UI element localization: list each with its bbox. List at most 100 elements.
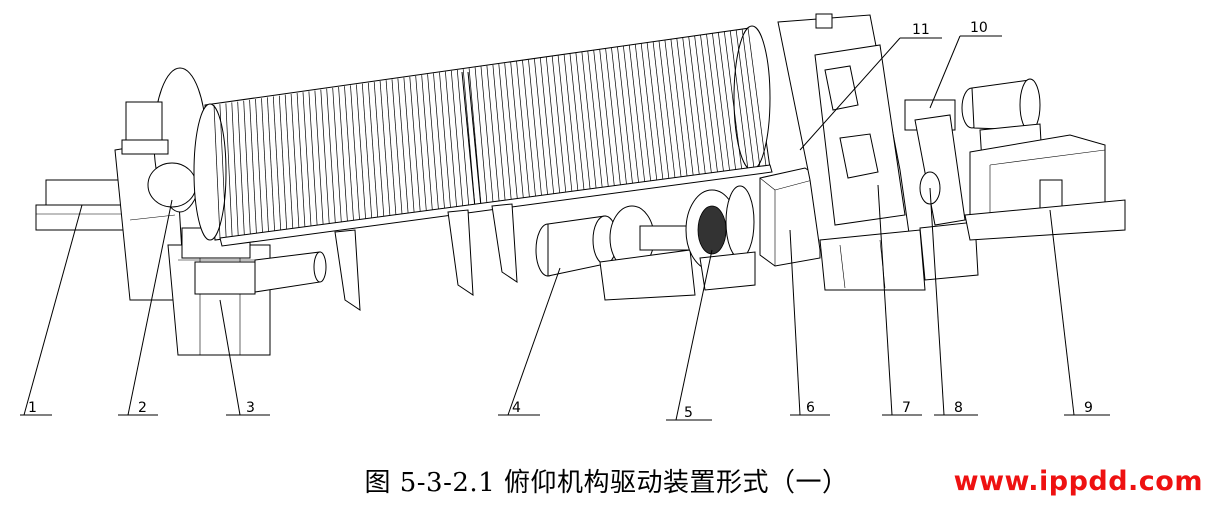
drum-groove [712, 33, 730, 171]
drum-groove [421, 75, 433, 211]
left-brake-block [167, 227, 327, 356]
drum-groove [445, 71, 457, 207]
drum-groove [498, 63, 512, 200]
disc-brake-5 [685, 185, 756, 291]
left-drum-flange [121, 67, 207, 213]
drum-groove [729, 30, 749, 169]
drum-groove [528, 59, 542, 196]
drum-groove [225, 103, 233, 237]
drum-groove [356, 84, 366, 219]
callout-1: 1 [28, 400, 37, 416]
drum-groove [249, 99, 257, 234]
drum-groove [332, 87, 342, 223]
drum-groove [534, 58, 548, 195]
drum-groove [640, 43, 658, 181]
drum-groove [344, 86, 354, 221]
drum-groove [379, 80, 391, 216]
drum-groove [308, 91, 318, 226]
drum-groove [688, 36, 706, 175]
drum-groove [593, 50, 609, 187]
drum-groove [706, 33, 724, 172]
drum-groove [213, 104, 221, 239]
drum-groove [516, 61, 530, 198]
drum-groove [557, 55, 573, 192]
callout-11: 11 [912, 22, 930, 38]
drum-groove [741, 28, 761, 167]
drum-groove [397, 78, 409, 214]
drum-groove [456, 69, 470, 206]
drum-groove [267, 97, 275, 231]
drum-groove [664, 39, 682, 178]
drum-groove [723, 31, 743, 170]
drum-groove [367, 82, 379, 218]
drum-groove [623, 45, 639, 183]
callout-3: 3 [246, 400, 255, 416]
drum-groove [575, 52, 591, 190]
callout-8: 8 [954, 400, 963, 416]
drum-groove [504, 63, 518, 199]
drum-groove [563, 54, 579, 191]
drum-groove [338, 86, 348, 222]
drum-groove [403, 77, 415, 213]
drum-groove [261, 98, 269, 232]
drum-groove [611, 47, 627, 185]
drum-groove [700, 34, 718, 173]
drum-groove [617, 46, 633, 184]
callout-9: 9 [1084, 400, 1093, 416]
drum-groove [569, 53, 585, 191]
drum-groove [237, 101, 245, 235]
drum-groove [373, 81, 385, 217]
drum-groove [391, 79, 403, 215]
drum-groove [694, 35, 712, 174]
callout-labels: 1 2 3 4 5 6 7 8 9 10 11 [28, 20, 1093, 421]
drum-groove [255, 98, 263, 233]
drum-groove [474, 67, 488, 203]
drum-groove [278, 95, 288, 230]
drum-groove [385, 80, 397, 215]
drum-groove [272, 96, 282, 231]
drum-groove [652, 41, 670, 179]
motor-4 [535, 205, 696, 301]
drum-groove [676, 38, 694, 176]
drum-groove [670, 39, 688, 177]
drum-groove [243, 100, 251, 235]
drum-groove [717, 32, 737, 171]
drum-groove [231, 102, 239, 236]
drum-groove [284, 94, 294, 229]
drum-groove [486, 65, 500, 202]
drum-groove [735, 29, 755, 168]
drum-groove [219, 104, 227, 238]
drum-groove [682, 37, 700, 175]
drum-groove [450, 70, 464, 207]
drum-groove [296, 92, 306, 227]
drum-groove [747, 27, 767, 167]
drum-groove [492, 64, 506, 201]
drum-groove [409, 76, 421, 212]
rope-drum [193, 25, 773, 311]
drum-groove [302, 92, 312, 227]
callout-5: 5 [684, 405, 693, 421]
figure-caption: 图 5-3-2.1 俯仰机构驱动装置形式（一） [364, 468, 849, 498]
drum-groove [427, 74, 439, 210]
drum-groove [290, 93, 300, 228]
motor-9 [961, 78, 1126, 241]
drum-groove [658, 40, 676, 179]
drum-groove [646, 42, 664, 180]
callout-10: 10 [970, 20, 988, 36]
drum-groove [314, 90, 324, 225]
callout-2: 2 [138, 400, 147, 416]
drum-groove [539, 57, 555, 195]
drum-groove [599, 49, 615, 187]
watermark: www.ippdd.com [953, 466, 1203, 497]
coupling-8 [904, 99, 979, 281]
drum-groove [605, 48, 621, 186]
reducer-7 [777, 13, 926, 291]
callout-4: 4 [512, 400, 521, 416]
drum-groove [522, 60, 536, 197]
drum-groove [551, 56, 567, 193]
leader-lines [20, 35, 1110, 421]
drum-groove [628, 45, 646, 183]
drum-groove [587, 51, 603, 188]
drum-groove [510, 62, 524, 199]
